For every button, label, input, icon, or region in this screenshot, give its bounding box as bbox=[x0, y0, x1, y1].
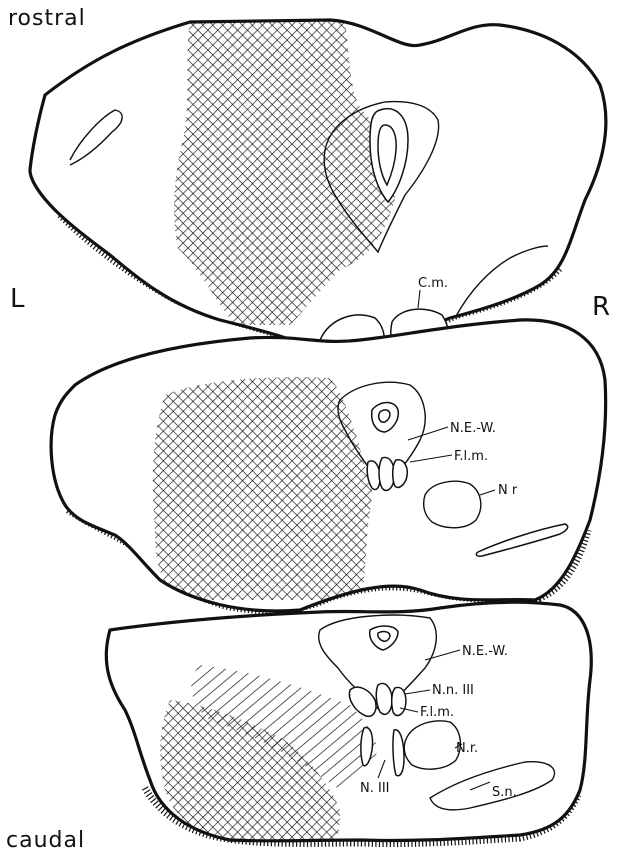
middle-nr-label: N r bbox=[498, 483, 518, 498]
middle-new-label: N.E.-W. bbox=[450, 421, 496, 436]
caudal-nn3-label: N.n. III bbox=[432, 683, 474, 698]
caudal-nr-label: N.r. bbox=[456, 741, 478, 756]
middle-section: N.E.-W. F.l.m. N r bbox=[51, 320, 606, 611]
caudal-flm-label: F.l.m. bbox=[420, 705, 454, 720]
middle-flm-label: F.l.m. bbox=[454, 449, 488, 464]
caudal-n3-label: N. III bbox=[360, 781, 390, 796]
cm-label: C.m. bbox=[418, 276, 448, 291]
middle-lesion-crosshatch bbox=[153, 377, 372, 600]
caudal-new-label: N.E.-W. bbox=[462, 644, 508, 659]
caudal-sn-label: S.n. bbox=[492, 785, 517, 800]
rostral-section: C.m. bbox=[30, 20, 606, 363]
caudal-section: N.E.-W. N.n. III F.l.m. N.r. N. III S.n. bbox=[106, 602, 591, 845]
